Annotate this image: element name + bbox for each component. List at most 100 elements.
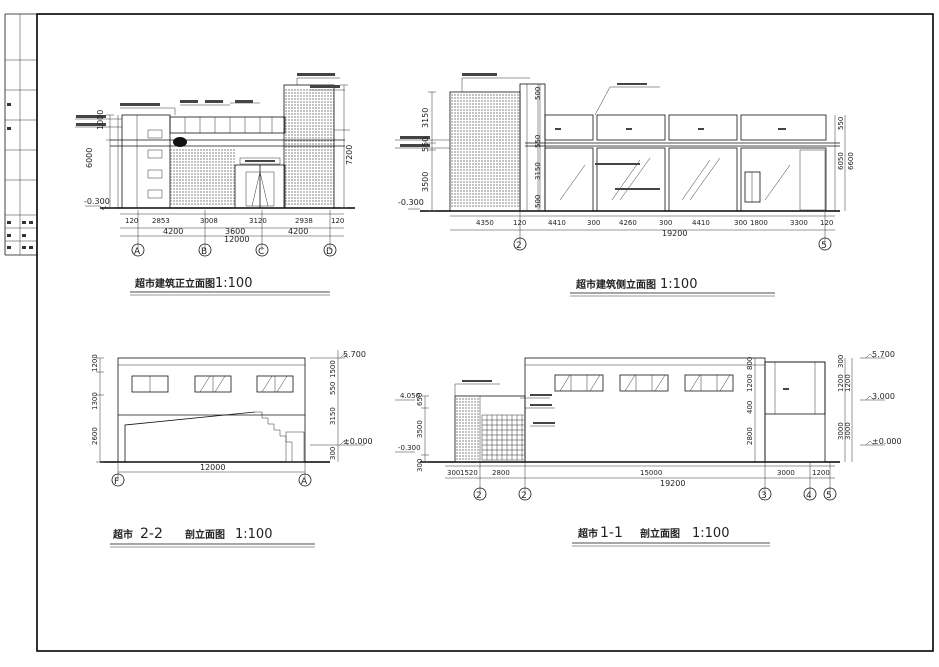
- front-total: 12000: [224, 235, 249, 244]
- s22-title-b: 2-2: [140, 526, 163, 542]
- sheet-border: [36, 13, 934, 652]
- front-bay-1: 3600: [225, 227, 245, 236]
- s11-vdim-mid-2: 400: [746, 401, 754, 414]
- s11-seg-5: 1200: [812, 469, 830, 477]
- s11-axis-3: 4: [806, 491, 812, 501]
- s22-vdim-right-1: 550: [329, 382, 337, 395]
- s11-vdim-right-2: 3000: [837, 422, 845, 440]
- side-vdim-mid-3: 500: [534, 195, 542, 208]
- front-vdim-right: 7200: [345, 145, 354, 165]
- s11-vdim-mid-3: 2800: [746, 427, 754, 445]
- side-vdim-right-1: 6050: [837, 152, 845, 170]
- front-bay-0: 4200: [163, 227, 183, 236]
- side-vdim-right-2: 6600: [847, 152, 855, 170]
- side-seg-1: 120: [513, 219, 526, 227]
- s11-total: 19200: [660, 479, 685, 488]
- s11-axis-0: 2: [476, 491, 482, 501]
- side-elevation: 3150 550 3500 500 550 3150 500 550 6050 …: [395, 73, 855, 297]
- front-seg-4: 2938: [295, 217, 313, 225]
- side-seg-0: 4350: [476, 219, 494, 227]
- side-vdim-2: 3500: [421, 172, 430, 192]
- s22-vdim-left-0: 1200: [91, 354, 99, 372]
- side-vdim-right-0: 550: [837, 117, 845, 130]
- s22-total: 12000: [200, 463, 225, 472]
- title-strip: [4, 13, 37, 256]
- s11-axis-1: 2: [521, 491, 527, 501]
- s11-title-c: 剖立面图: [640, 527, 680, 540]
- front-axis-d: D: [326, 247, 333, 257]
- s11-seg-4: 3000: [777, 469, 795, 477]
- section-2-2: 1200 1300 2600 1500 550 3150 300 5.700 ±…: [91, 350, 373, 548]
- front-seg-2: 3008: [200, 217, 218, 225]
- s22-vdim-left-2: 2600: [91, 427, 99, 445]
- s22-axis-f: F: [114, 477, 119, 487]
- front-axis-b: B: [201, 247, 207, 257]
- s11-axis-2: 3: [761, 491, 767, 501]
- s11-seg-3: 15000: [640, 469, 662, 477]
- s11-vdim-right-0: 300: [837, 355, 845, 368]
- s22-vdim-right-0: 1500: [329, 360, 337, 378]
- s22-level-top: 5.700: [343, 350, 366, 359]
- front-elevation: 6000 1000 7200 -0.300 120 2853 3008 3120…: [75, 73, 355, 296]
- side-vdim-0: 3150: [421, 108, 430, 128]
- s11-level-right-0: 5.700: [872, 350, 895, 359]
- s11-vdim-right-1: 1200: [837, 374, 845, 392]
- side-axis-2: 2: [516, 241, 522, 251]
- s11-level-left-top: 4.050: [400, 392, 420, 400]
- front-seg-1: 2853: [152, 217, 170, 225]
- side-vdim-mid-0: 500: [534, 87, 542, 100]
- front-vdim-2: 1000: [96, 110, 105, 130]
- s11-level-right-2: ±0.000: [872, 437, 902, 446]
- s22-title-c: 剖立面图: [185, 528, 225, 541]
- side-seg-2: 4410: [548, 219, 566, 227]
- s22-scale: 1:100: [235, 527, 272, 542]
- front-level-left: -0.300: [84, 197, 110, 206]
- section-1-1: 4.050 -0.300 650 3500 300 800 1200 400 2…: [395, 350, 902, 547]
- front-vdim-1: 6000: [85, 148, 94, 168]
- s22-vdim-right-3: 300: [329, 447, 337, 460]
- s11-seg-2: 2800: [492, 469, 510, 477]
- s11-vdim-left-1: 3500: [416, 420, 424, 438]
- side-scale: 1:100: [660, 277, 697, 292]
- side-total: 19200: [662, 229, 687, 238]
- side-seg-4: 4260: [619, 219, 637, 227]
- side-seg-9: 3300: [790, 219, 808, 227]
- s11-axis-4: 5: [826, 491, 832, 501]
- s22-title-a: 超市: [112, 528, 133, 541]
- front-seg-5: 120: [331, 217, 344, 225]
- s22-axis-a: A: [301, 477, 308, 487]
- s11-vdim-left-2: 300: [416, 459, 424, 472]
- s22-level-zero: ±0.000: [343, 437, 373, 446]
- s11-vdim-mid-1: 1200: [746, 374, 754, 392]
- front-axis-c: C: [258, 247, 264, 257]
- side-vdim-mid-1: 550: [534, 135, 542, 148]
- front-axis-a: A: [134, 247, 141, 257]
- s11-level-right-1: 3.000: [872, 392, 895, 401]
- s11-scale: 1:100: [692, 526, 729, 541]
- side-level-left: -0.300: [398, 198, 424, 207]
- front-seg-3: 3120: [249, 217, 267, 225]
- side-seg-3: 300: [587, 219, 600, 227]
- front-scale: 1:100: [215, 276, 252, 291]
- s11-vdim-right-3: 1200: [844, 374, 852, 392]
- front-title: 超市建筑正立面图: [134, 277, 215, 290]
- s11-level-left-bottom: -0.300: [398, 444, 421, 452]
- side-seg-7: 300: [734, 219, 747, 227]
- side-seg-8: 1800: [750, 219, 768, 227]
- side-seg-10: 120: [820, 219, 833, 227]
- s11-title-a: 超市: [577, 527, 598, 540]
- s11-vdim-right-4: 3000: [844, 422, 852, 440]
- s11-vdim-mid-0: 800: [746, 357, 754, 370]
- side-seg-5: 300: [659, 219, 672, 227]
- side-vdim-mid-2: 3150: [534, 162, 542, 180]
- front-seg-0: 120: [125, 217, 138, 225]
- side-title: 超市建筑侧立面图: [575, 278, 656, 291]
- front-bay-2: 4200: [288, 227, 308, 236]
- side-vdim-1: 550: [421, 137, 430, 152]
- s22-vdim-right-2: 3150: [329, 407, 337, 425]
- side-axis-5: 5: [821, 241, 827, 251]
- side-seg-6: 4410: [692, 219, 710, 227]
- s22-vdim-left-1: 1300: [91, 392, 99, 410]
- s11-vdim-left-0: 650: [416, 393, 424, 406]
